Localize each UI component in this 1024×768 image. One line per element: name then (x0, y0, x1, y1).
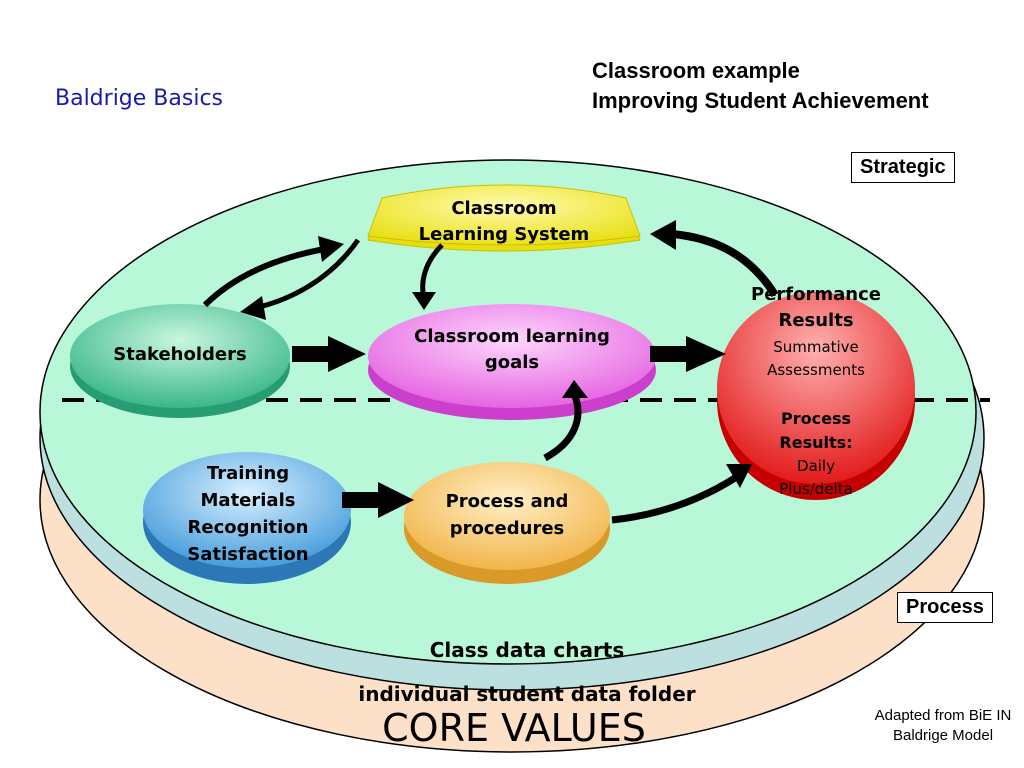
goals-line-1: Classroom learning (414, 326, 610, 347)
credit-line-2: Baldrige Model (892, 727, 994, 744)
process-line-1: Process and (445, 491, 569, 512)
class-data-charts-label: Class data charts (429, 638, 625, 662)
process-label: Process (897, 592, 993, 623)
arrow-goals-to-results (650, 336, 726, 372)
daily-plus-delta-label: Daily Plus/delta (720, 455, 912, 501)
inputs-line-2: Materials (200, 490, 296, 511)
stakeholders-label: Stakeholders (113, 344, 247, 365)
process-procedures-node (404, 462, 610, 584)
arrow-stakeholders-to-goals (292, 336, 366, 372)
summative-line-2: Assessments (767, 361, 865, 379)
core-values-label: CORE VALUES (382, 706, 646, 750)
daily-line-1: Daily (797, 457, 835, 475)
classroom-learning-system-label: Classroom Learning System (378, 196, 630, 248)
arrow-system-to-goals (412, 243, 444, 310)
arrow-inputs-to-process (342, 482, 414, 518)
process-procedures-label: Process and procedures (405, 488, 609, 542)
performance-line-2: Results (778, 310, 854, 331)
baldrige-basics-title: Baldrige Basics (55, 86, 224, 111)
classroom-learning-system-node (367, 184, 641, 252)
arrow-process-to-goals (543, 380, 588, 462)
arrow-stakeholders-to-system (202, 236, 344, 308)
stakeholders-node (70, 304, 290, 418)
training-materials-label: Training Materials Recognition Satisfact… (145, 460, 351, 568)
goals-line-2: goals (484, 352, 540, 373)
credit-line-1: Adapted from BiE IN (874, 707, 1012, 724)
system-line-1: Classroom (451, 198, 557, 219)
inputs-line-1: Training (206, 463, 290, 484)
performance-results-label: Performance Results (720, 282, 912, 334)
summative-line-1: Summative (773, 338, 859, 356)
training-materials-node (143, 452, 351, 584)
process-line-2: procedures (449, 518, 565, 539)
strategic-label: Strategic (851, 152, 955, 183)
process-results-line-2: Results: (779, 433, 853, 452)
arrow-process-to-results (611, 464, 752, 524)
process-results-label: Process Results: (720, 407, 912, 455)
inputs-line-3: Recognition (187, 517, 309, 538)
classroom-example-title: Classroom example Improving Student Achi… (592, 56, 929, 116)
arrow-system-to-stakeholders (240, 238, 361, 320)
system-line-2: Learning System (418, 224, 590, 245)
student-data-folder-label: individual student data folder (358, 682, 696, 706)
title-line-1: Classroom example (592, 58, 800, 83)
process-results-line-1: Process (781, 409, 851, 428)
title-line-2: Improving Student Achievement (592, 88, 929, 113)
credit-note: Adapted from BiE IN Baldrige Model (862, 706, 1024, 746)
daily-line-2: Plus/delta (779, 480, 853, 498)
summative-assessments-label: Summative Assessments (720, 336, 912, 382)
classroom-learning-goals-label: Classroom learning goals (380, 324, 644, 376)
arrow-results-to-system (650, 220, 779, 298)
performance-line-1: Performance (751, 284, 881, 305)
inputs-line-4: Satisfaction (187, 544, 309, 565)
results-node (717, 292, 915, 500)
